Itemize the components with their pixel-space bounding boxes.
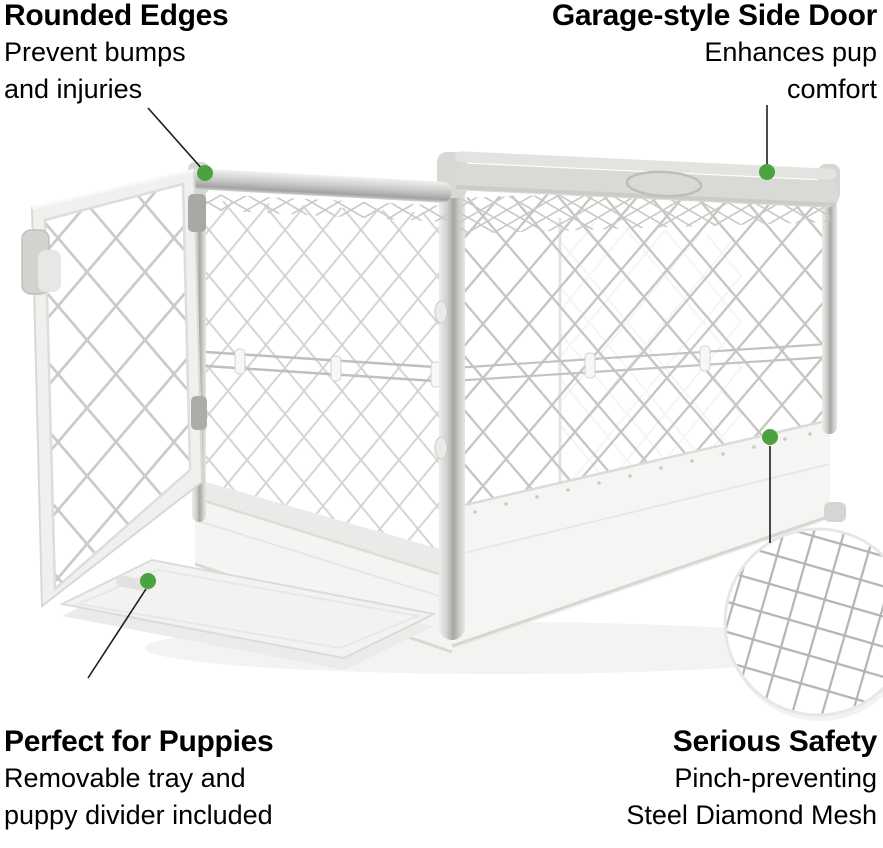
frame-posts (192, 174, 837, 640)
callout-puppies-line-1: Removable tray and (4, 763, 246, 793)
callout-dot-rounded-edges (197, 165, 213, 181)
mesh-magnifier (723, 527, 883, 721)
callout-safety: Serious Safety Pinch-preventing Steel Di… (626, 723, 877, 834)
callout-side-door-title: Garage-style Side Door (551, 0, 877, 32)
open-side-door (21, 168, 207, 609)
crate-mesh-side (451, 184, 830, 512)
callout-safety-line-1: Pinch-preventing (674, 763, 877, 793)
door-handle-recess (625, 170, 703, 198)
callout-side-door: Garage-style Side Door Enhances pup comf… (552, 0, 877, 108)
callout-rounded-edges: Rounded Edges Prevent bumps and injuries (4, 0, 229, 108)
callout-safety-title: Serious Safety (672, 725, 878, 758)
callout-dot-safety (762, 429, 778, 445)
callout-rounded-edges-line-2: and injuries (4, 74, 143, 104)
callout-side-door-line-1: Enhances pup (704, 37, 877, 67)
callout-puppies-line-2: puppy divider included (4, 800, 273, 830)
callout-side-door-line-2: comfort (786, 74, 877, 104)
rounded-edge-rail (189, 168, 452, 203)
top-rails (189, 151, 840, 208)
door-hinge-bottom (191, 396, 207, 430)
callout-rounded-edges-title: Rounded Edges (4, 0, 229, 32)
callout-puppies-title: Perfect for Puppies (4, 725, 274, 758)
callout-safety-line-2: Steel Diamond Mesh (626, 800, 877, 830)
callout-rounded-edges-line-1: Prevent bumps (4, 37, 186, 67)
callout-dot-puppies (140, 573, 156, 589)
callout-dot-side-door (759, 164, 775, 180)
leader-line-rounded-edges (147, 107, 204, 171)
callout-puppies: Perfect for Puppies Removable tray and p… (4, 723, 274, 834)
callout-annotations (87, 105, 778, 679)
leader-line-puppies (87, 588, 147, 679)
door-hinge-top (188, 194, 206, 232)
